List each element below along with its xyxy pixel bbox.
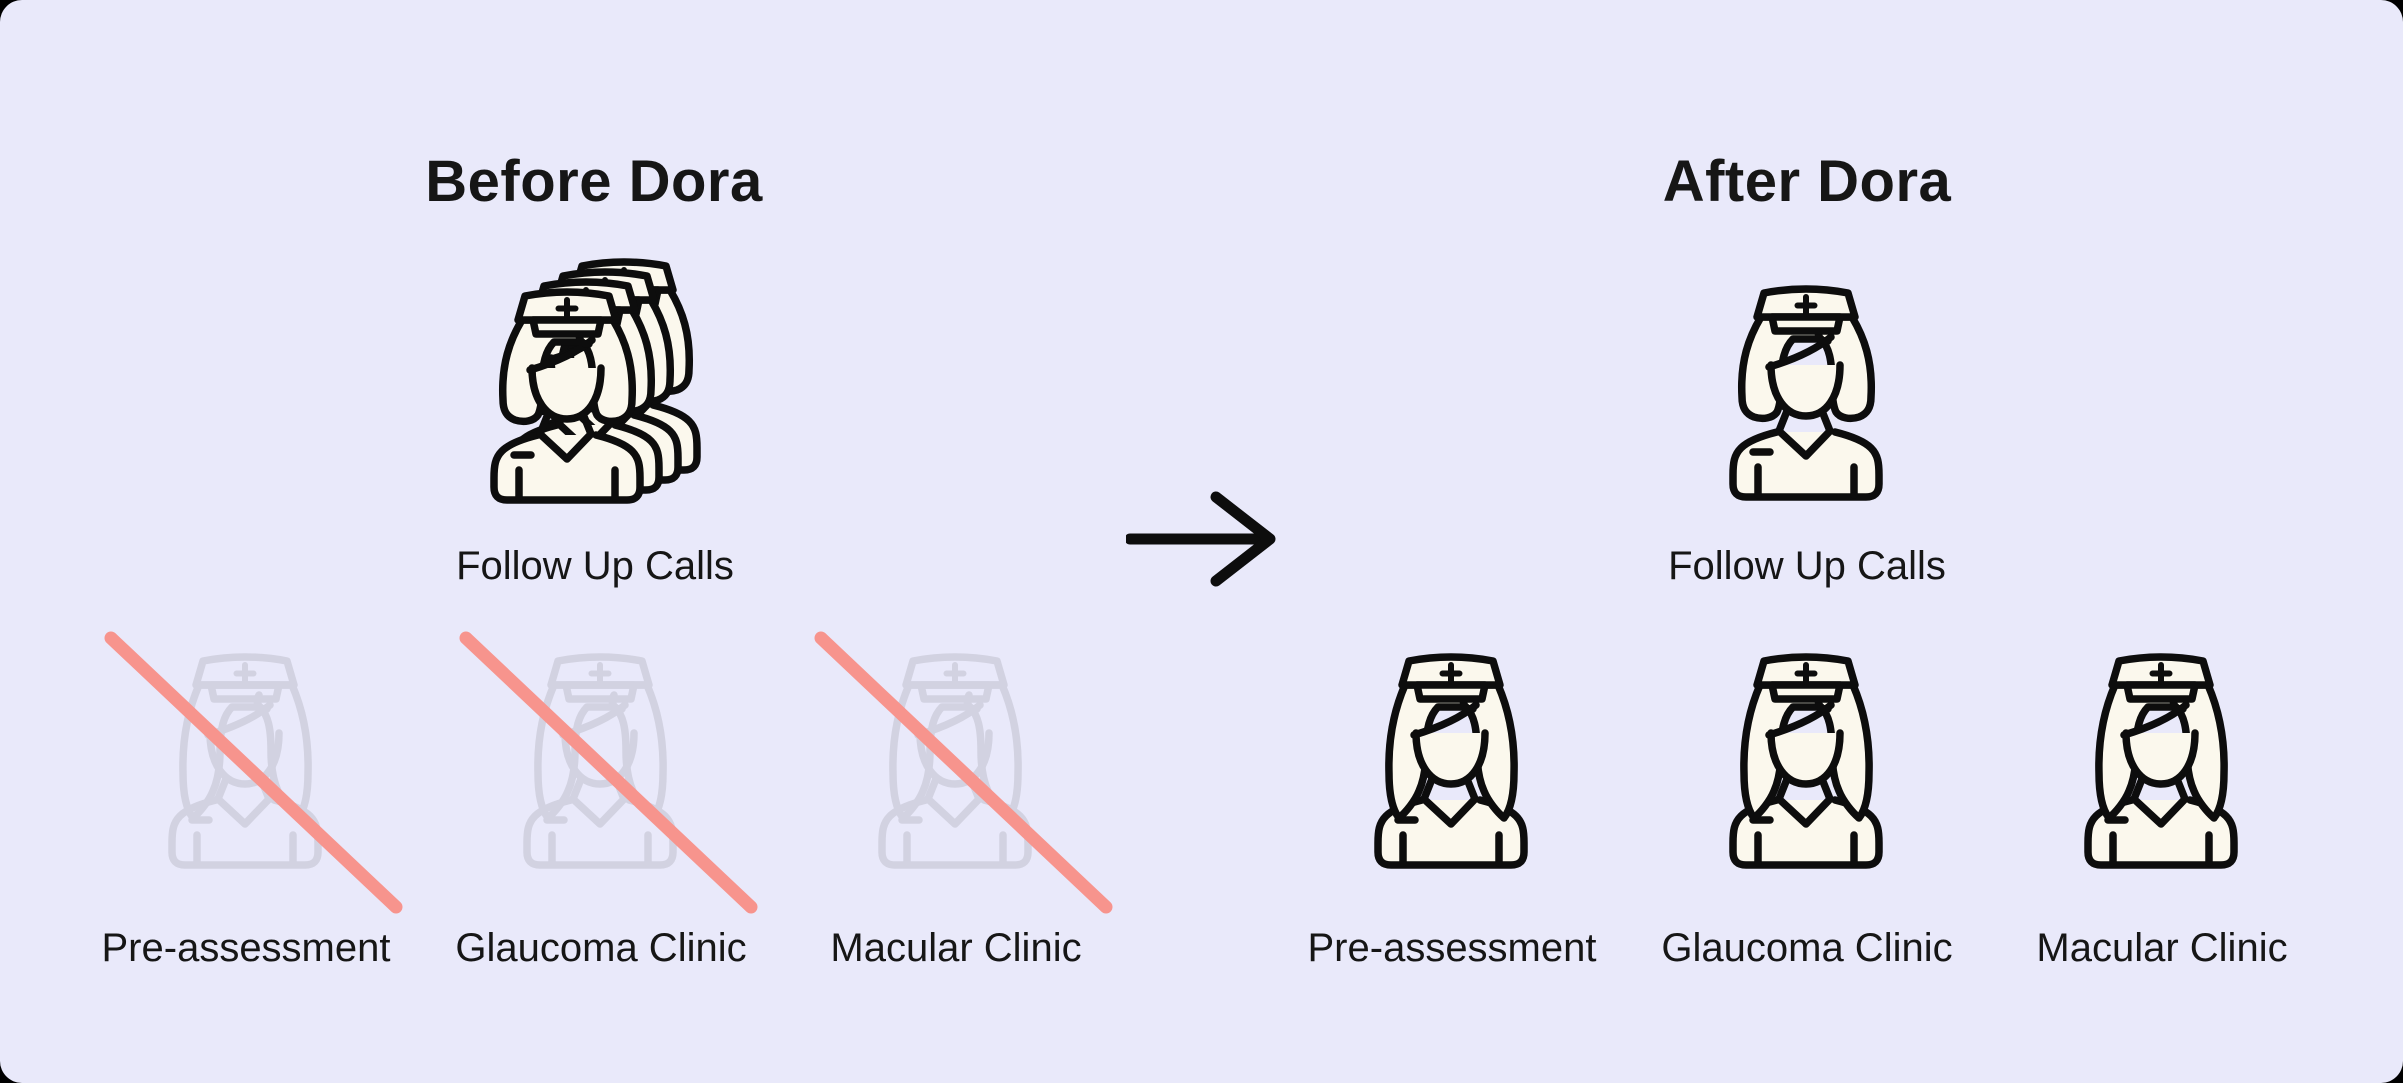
before-clinic-label: Macular Clinic: [830, 926, 1082, 970]
before-title: Before Dora: [425, 148, 763, 214]
after-clinic-label: Pre-assessment: [1307, 926, 1597, 970]
nurse-icon: [521, 653, 681, 873]
before-clinic-label: Glaucoma Clinic: [455, 926, 747, 970]
nurse-icon: [1727, 285, 1887, 505]
nurse-icon: [166, 653, 326, 873]
after-follow-up-label: Follow Up Calls: [1668, 544, 1946, 588]
nurse-icon: [1727, 653, 1887, 873]
after-clinic-label: Macular Clinic: [2036, 926, 2288, 970]
before-follow-up-label: Follow Up Calls: [456, 544, 734, 588]
nurse-icon: [876, 653, 1036, 873]
nurse-icon: [2082, 653, 2242, 873]
after-title: After Dora: [1662, 148, 1952, 214]
after-clinic-label: Glaucoma Clinic: [1661, 926, 1953, 970]
before-clinic-label: Pre-assessment: [101, 926, 391, 970]
nurse-icon: [1372, 653, 1532, 873]
arrow-right-icon: [1126, 491, 1276, 587]
nurse-stack-icon: [488, 258, 705, 508]
